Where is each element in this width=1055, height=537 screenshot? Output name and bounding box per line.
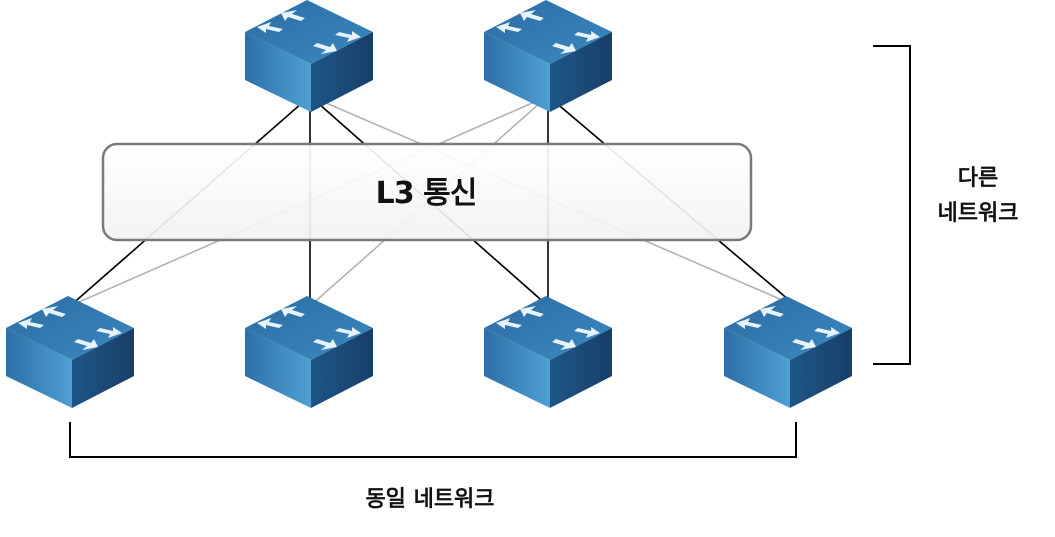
switch-icon-bottom-2 <box>245 296 373 408</box>
switch-icon-bottom-1 <box>6 296 134 408</box>
other-network-bracket <box>873 45 911 365</box>
other-network-label-line-2: 네트워크 <box>937 201 1019 226</box>
l3-core-box <box>101 142 753 242</box>
switch-icon-top-1 <box>245 0 373 112</box>
switch-icon-bottom-3 <box>484 296 612 408</box>
same-network-bracket <box>69 422 797 458</box>
l3-communication-label: L3 통신 <box>375 176 478 211</box>
other-network-label-line-1: 다른 <box>957 166 999 191</box>
same-network-label: 동일 네트워크 <box>365 487 495 512</box>
switch-icon-top-2 <box>484 0 612 112</box>
switch-icon-bottom-4 <box>724 296 852 408</box>
